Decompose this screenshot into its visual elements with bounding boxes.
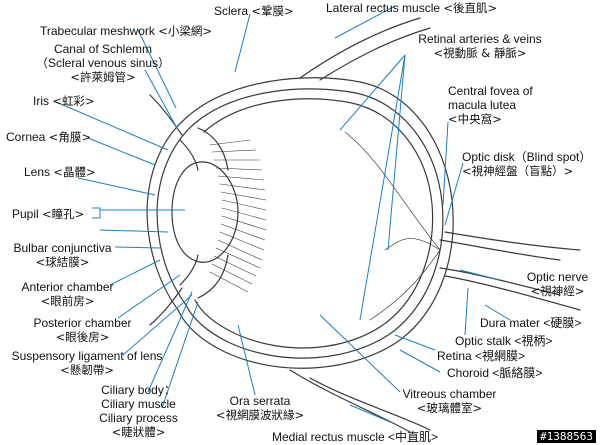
medial-rectus-2 xyxy=(289,369,411,433)
label-iris-zh: <虹彩> xyxy=(52,94,95,108)
watermark-id: #1388563 xyxy=(537,430,596,443)
label-trabecular-en: Trabecular meshwork xyxy=(40,24,155,38)
label-optic-stalk: Optic stalk <視柄> xyxy=(455,334,553,348)
lower-eyelid xyxy=(149,287,183,326)
label-lateral-rectus: Lateral rectus muscle <後直肌> xyxy=(326,1,497,15)
label-medial-rectus: Medial rectus muscle <中直肌> xyxy=(272,430,439,444)
label-optic-nerve: Optic nerve <視神經> xyxy=(520,270,595,298)
dura-upper xyxy=(444,231,581,251)
label-bulbar-line2: <球結膜> xyxy=(35,255,90,269)
label-suspensory: Suspensory ligament of lens <懸韌帶> xyxy=(2,349,172,377)
ciliary-zonule-fibers xyxy=(209,139,267,293)
label-sclera-en: Sclera xyxy=(214,4,249,18)
label-pupil-zh: <瞳孔> xyxy=(42,207,85,221)
label-schlemm-line1: Canal of Schlemm xyxy=(53,42,153,56)
label-schlemm: Canal of Schlemm （Scleral venous sinus） … xyxy=(28,42,178,84)
label-cornea-zh: <角膜> xyxy=(48,130,91,144)
label-ciliary-line2: Ciliary muscle xyxy=(101,397,176,411)
label-optic-nerve-line1: Optic nerve xyxy=(526,270,589,284)
label-fovea-line3: <中央窩> xyxy=(448,112,502,126)
label-anterior-chamber: Anterior chamber <眼前房> xyxy=(10,280,125,308)
dura-lower xyxy=(444,275,581,311)
label-dura: Dura mater <硬膜> xyxy=(480,316,582,330)
iris-lower xyxy=(179,254,199,286)
leader-lines xyxy=(55,5,511,423)
label-iris: Iris <虹彩> xyxy=(33,94,95,108)
label-optic-nerve-line2: <視神經> xyxy=(530,284,585,298)
label-cornea: Cornea <角膜> xyxy=(6,130,91,144)
lens-outline xyxy=(171,161,239,263)
label-anterior-line1: Anterior chamber xyxy=(21,280,114,294)
label-retinal-vessels: Retinal arteries & veins <視動脈 & 靜脈> xyxy=(405,32,555,60)
label-fovea-line2: macula lutea xyxy=(448,98,517,112)
label-posterior-line1: Posterior chamber xyxy=(33,316,132,330)
label-optic-disk: Optic disk（Blind spot） <視神經盤（盲點）> xyxy=(462,150,591,178)
label-vitreous: Vitreous chamber <玻璃體室> xyxy=(397,387,502,415)
label-fovea-line1: Central fovea of xyxy=(448,84,533,98)
label-vitreous-line2: <玻璃體室> xyxy=(416,401,483,415)
label-bulbar-line1: Bulbar conjunctiva xyxy=(13,241,112,255)
label-retina: Retina <視網膜> xyxy=(437,349,526,363)
label-suspensory-line1: Suspensory ligament of lens xyxy=(11,349,163,363)
label-ciliary: Ciliary body： Ciliary muscle Ciliary pro… xyxy=(86,383,191,439)
label-sclera-zh: <鞏膜> xyxy=(251,4,294,18)
label-posterior-chamber: Posterior chamber <眼後房> xyxy=(20,316,145,344)
label-trabecular: Trabecular meshwork <小梁網> xyxy=(40,24,212,38)
label-schlemm-line2: （Scleral venous sinus） xyxy=(35,56,171,70)
medial-rectus xyxy=(309,377,431,431)
sclera-outline xyxy=(177,77,454,369)
label-ciliary-line3: Ciliary process xyxy=(99,411,178,425)
label-suspensory-line2: <懸韌帶> xyxy=(60,363,114,377)
label-retinal-vessels-zh: <視動脈 & 靜脈> xyxy=(433,46,527,60)
label-bulbar: Bulbar conjunctiva <球結膜> xyxy=(5,241,120,269)
label-ora-line2: <視網膜波狀緣> xyxy=(215,408,305,422)
label-ciliary-line4: <睫狀體> xyxy=(111,425,166,439)
lateral-rectus-2 xyxy=(319,27,431,81)
upper-eyelid xyxy=(149,94,183,136)
label-ciliary-line1: Ciliary body： xyxy=(101,383,176,397)
retinal-vessels xyxy=(344,131,441,321)
ciliary-lower xyxy=(197,254,229,299)
label-iris-en: Iris xyxy=(33,94,49,108)
label-schlemm-line3: <許萊姆管> xyxy=(70,70,136,84)
label-fovea: Central fovea of macula lutea <中央窩> xyxy=(448,84,533,126)
label-posterior-line2: <眼後房> xyxy=(55,330,110,344)
label-ora-serrata: Ora serrata <視網膜波狀緣> xyxy=(205,394,315,422)
label-lens-en: Lens xyxy=(24,165,51,179)
label-optic-disk-line2: <視神經盤（盲點）> xyxy=(462,164,574,178)
label-trabecular-zh: <小梁網> xyxy=(158,24,213,38)
label-cornea-en: Cornea xyxy=(6,130,46,144)
label-lateral-rectus-en: Lateral rectus muscle xyxy=(326,1,441,15)
label-vitreous-line1: Vitreous chamber xyxy=(402,387,497,401)
label-optic-disk-line1: Optic disk（Blind spot） xyxy=(462,150,592,164)
choroid-layer xyxy=(194,98,434,349)
label-anterior-line2: <眼前房> xyxy=(40,294,95,308)
iris-upper xyxy=(179,139,199,171)
label-lens: Lens <晶體> xyxy=(24,165,96,179)
optic-nerve-upper xyxy=(439,239,561,261)
label-retinal-vessels-en: Retinal arteries & veins xyxy=(418,32,542,46)
cornea-outline xyxy=(146,117,187,311)
lateral-rectus xyxy=(299,17,421,79)
label-sclera: Sclera <鞏膜> xyxy=(214,4,294,18)
label-lateral-rectus-zh: <後直肌> xyxy=(443,1,498,15)
label-choroid: Choroid <脈絡膜> xyxy=(447,366,543,380)
label-pupil: Pupil <瞳孔> xyxy=(12,207,84,221)
sclera-inner xyxy=(185,88,444,359)
label-pupil-en: Pupil xyxy=(12,207,39,221)
label-ora-line1: Ora serrata xyxy=(229,394,291,408)
label-lens-zh: <晶體> xyxy=(53,165,96,179)
